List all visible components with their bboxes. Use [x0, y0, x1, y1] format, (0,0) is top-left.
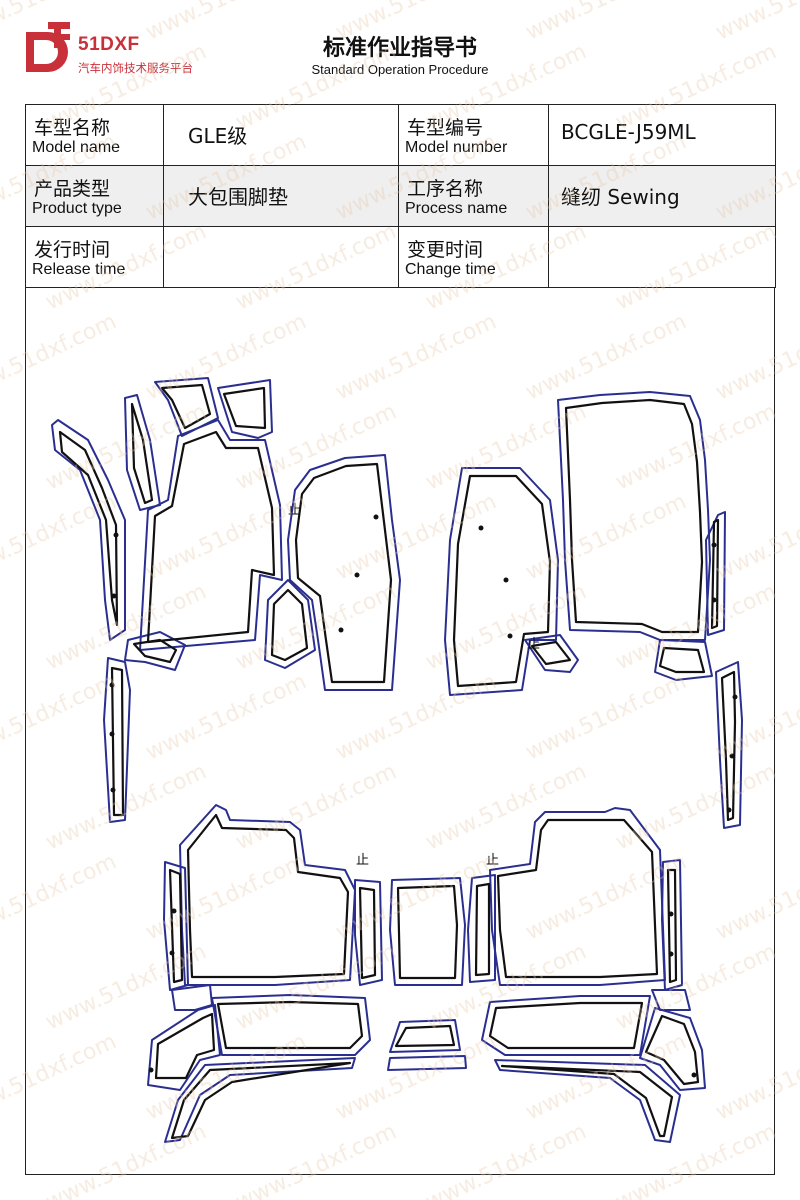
pattern-piece: [389, 877, 466, 986]
stop-marker: 止: [288, 503, 301, 518]
pattern-piece: [705, 511, 726, 636]
pattern-piece: [639, 1007, 706, 1091]
sew-point: [373, 514, 379, 520]
sew-point: [110, 787, 116, 793]
sew-point: [109, 682, 115, 688]
product-type-label: 产品类型 Product type: [25, 165, 164, 227]
pattern-piece: [147, 1004, 221, 1091]
pattern-piece: [287, 454, 401, 691]
sew-point: [109, 731, 115, 737]
change-time-value: [548, 226, 776, 288]
pattern-piece: [171, 984, 213, 1011]
brand-logo: 51DXF 汽车内饰技术服务平台: [20, 18, 230, 80]
sew-point: [507, 633, 513, 639]
release-time-value: [163, 226, 399, 288]
pattern-piece: [139, 419, 283, 651]
sew-point: [148, 1067, 154, 1073]
pattern-piece: [51, 419, 126, 641]
model-number-value: BCGLE-J59ML: [548, 104, 776, 166]
info-table: 车型名称 Model name GLE级 车型编号 Model number B…: [25, 104, 776, 288]
pattern-piece: [654, 639, 713, 681]
sew-point: [503, 577, 509, 583]
model-name-label: 车型名称 Model name: [25, 104, 164, 166]
document-subtitle: Standard Operation Procedure: [311, 62, 489, 77]
model-name-value: GLE级: [163, 104, 399, 166]
process-name-value: 缝纫 Sewing: [548, 165, 776, 227]
model-number-label: 车型编号 Model number: [398, 104, 549, 166]
pattern-piece: [651, 989, 691, 1011]
pattern-piece: [489, 807, 666, 986]
pattern-piece: [163, 861, 189, 991]
logo-mark-icon: [26, 22, 70, 72]
pattern-drawing-area: [25, 288, 775, 1175]
sew-point: [338, 627, 344, 633]
pattern-piece: [661, 859, 683, 991]
document-title: 标准作业指导书: [322, 36, 477, 61]
change-time-label: 变更时间 Change time: [398, 226, 549, 288]
process-name-label: 工序名称 Process name: [398, 165, 549, 227]
pattern-piece: [211, 994, 371, 1056]
pattern-piece: [524, 634, 579, 673]
info-row-time: 发行时间 Release time 变更时间 Change time: [25, 226, 776, 288]
brand-name: 51DXF: [78, 34, 140, 55]
pattern-piece: [164, 1057, 356, 1143]
pattern-piece: [494, 1059, 681, 1143]
sew-point: [726, 807, 732, 813]
sew-point: [729, 753, 735, 759]
sew-point: [711, 542, 717, 548]
pattern-piece: [217, 379, 273, 439]
sew-point: [711, 597, 717, 603]
sew-point: [113, 532, 119, 538]
sew-point: [111, 593, 117, 599]
sew-point: [171, 908, 177, 914]
stop-marker: 止: [527, 637, 540, 652]
info-row-model: 车型名称 Model name GLE级 车型编号 Model number B…: [25, 104, 776, 166]
pattern-piece: [354, 879, 383, 986]
sew-point: [668, 951, 674, 957]
pattern-piece: [264, 579, 316, 669]
pattern-piece: [715, 661, 743, 829]
pattern-piece: [557, 391, 711, 641]
sew-point: [691, 1072, 697, 1078]
sew-point: [478, 525, 484, 531]
pattern-piece: [103, 657, 131, 823]
brand-tagline: 汽车内饰技术服务平台: [78, 61, 193, 75]
info-row-product: 产品类型 Product type 大包围脚垫 工序名称 Process nam…: [25, 165, 776, 227]
pattern-piece: [124, 631, 186, 671]
sew-point: [668, 911, 674, 917]
stop-marker: 止: [356, 853, 369, 868]
product-type-value: 大包围脚垫: [163, 165, 399, 227]
pattern-piece: [387, 1055, 467, 1071]
pattern-piece: [389, 1019, 461, 1053]
sew-point: [732, 694, 738, 700]
release-time-label: 发行时间 Release time: [25, 226, 164, 288]
pattern-piece: [179, 804, 356, 986]
sew-point: [354, 572, 360, 578]
sew-point: [169, 950, 175, 956]
stop-marker: 止: [486, 853, 499, 868]
